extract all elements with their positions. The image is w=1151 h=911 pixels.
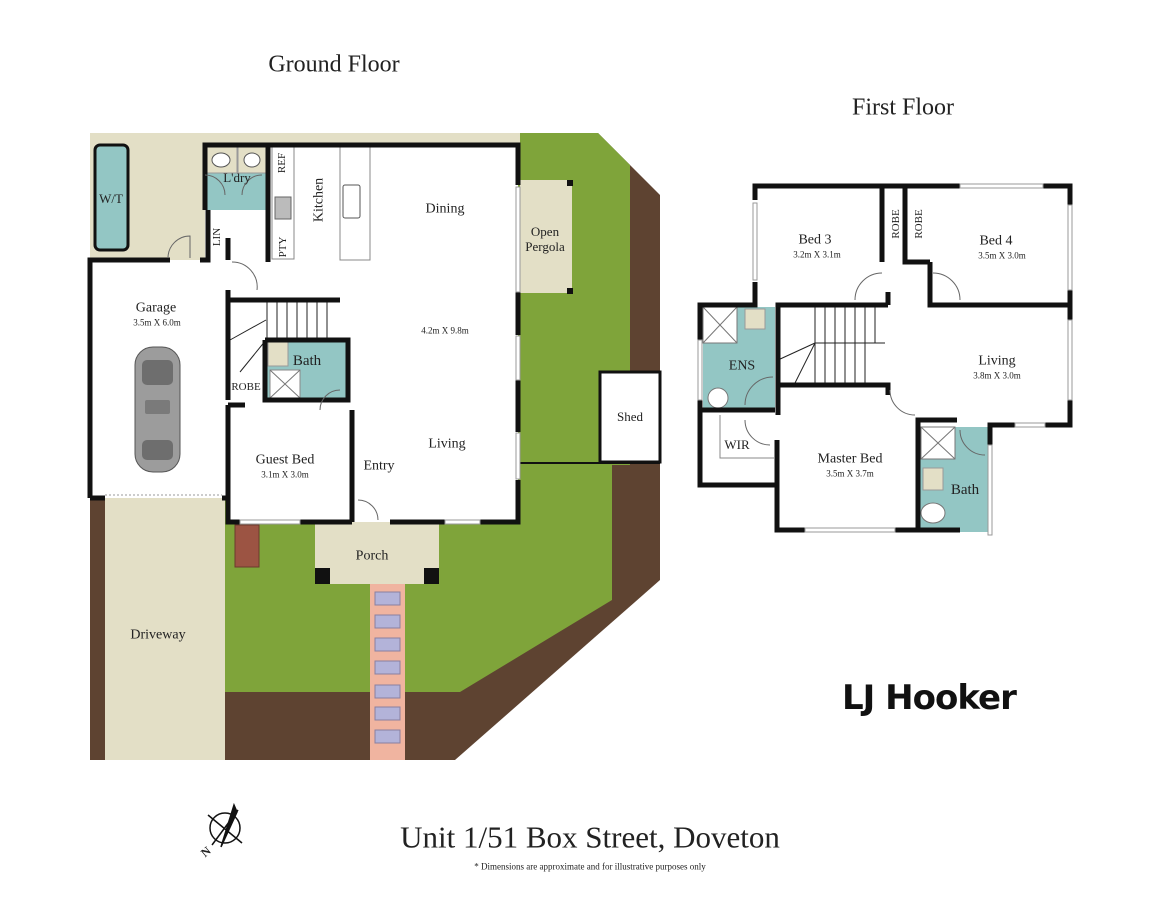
linen-label: LIN — [211, 227, 224, 247]
living-label: Living — [428, 436, 466, 452]
bed3-label: Bed 3 — [798, 232, 832, 248]
ground-bath-label: Bath — [292, 353, 322, 370]
robe-right-label: ROBE — [913, 209, 926, 239]
driveway — [105, 498, 225, 760]
rear-courtyard — [90, 133, 520, 260]
driveway-label: Driveway — [130, 627, 186, 643]
first-floor-walls — [697, 183, 1073, 533]
entry-label: Entry — [363, 458, 395, 474]
pergola-label-2: Pergola — [525, 239, 565, 255]
north-compass-icon — [207, 802, 243, 848]
laundry-label: L'dry — [223, 170, 251, 186]
stairs-first — [777, 307, 885, 384]
ff-bath-label: Bath — [950, 482, 980, 499]
porch — [315, 522, 439, 584]
ff-living-dimensions: 3.8m X 3.0m — [973, 370, 1021, 381]
guest-bed-label: Guest Bed — [255, 452, 315, 468]
pantry-label: PTY — [277, 236, 290, 258]
dining-label: Dining — [425, 201, 465, 217]
living-dining-dimensions: 4.2m X 9.8m — [421, 325, 469, 336]
master-bed-dimensions: 3.5m X 3.7m — [826, 468, 874, 479]
bed4-dimensions: 3.5m X 3.0m — [978, 250, 1026, 261]
wir-label: WIR — [724, 437, 750, 453]
property-address: Unit 1/51 Box Street, Doveton — [400, 819, 780, 855]
car-icon — [134, 346, 181, 473]
shed — [598, 370, 662, 464]
bed4-label: Bed 4 — [979, 233, 1013, 249]
first-floor-title: First Floor — [851, 94, 955, 121]
pergola-label-1: Open — [530, 224, 560, 240]
ens-label: ENS — [728, 358, 756, 374]
shed-label: Shed — [617, 409, 643, 425]
guest-bed-dimensions: 3.1m X 3.0m — [261, 469, 309, 480]
garage-dimensions: 3.5m X 6.0m — [133, 317, 181, 328]
bed3-dimensions: 3.2m X 3.1m — [793, 249, 841, 260]
stairs-ground — [229, 300, 328, 373]
house-footprint — [90, 145, 518, 522]
porch-label: Porch — [355, 548, 389, 564]
garage-label: Garage — [135, 300, 177, 316]
pavers — [374, 591, 401, 744]
water-tank — [93, 143, 130, 252]
open-pergola — [520, 180, 572, 293]
ground-floor-walls — [87, 142, 521, 525]
ff-living-label: Living — [978, 353, 1016, 369]
ground-floor-title: Ground Floor — [268, 51, 400, 78]
robe-left-label: ROBE — [890, 209, 903, 239]
disclaimer: * Dimensions are approximate and for ill… — [474, 861, 706, 872]
fridge-label: REF — [276, 152, 289, 174]
master-bed-label: Master Bed — [817, 451, 883, 467]
kitchen-label: Kitchen — [311, 177, 327, 223]
lj-hooker-logo: LJ Hooker — [842, 678, 1017, 718]
ground-robe-label: ROBE — [231, 381, 261, 394]
water-tank-label: W/T — [99, 191, 123, 207]
